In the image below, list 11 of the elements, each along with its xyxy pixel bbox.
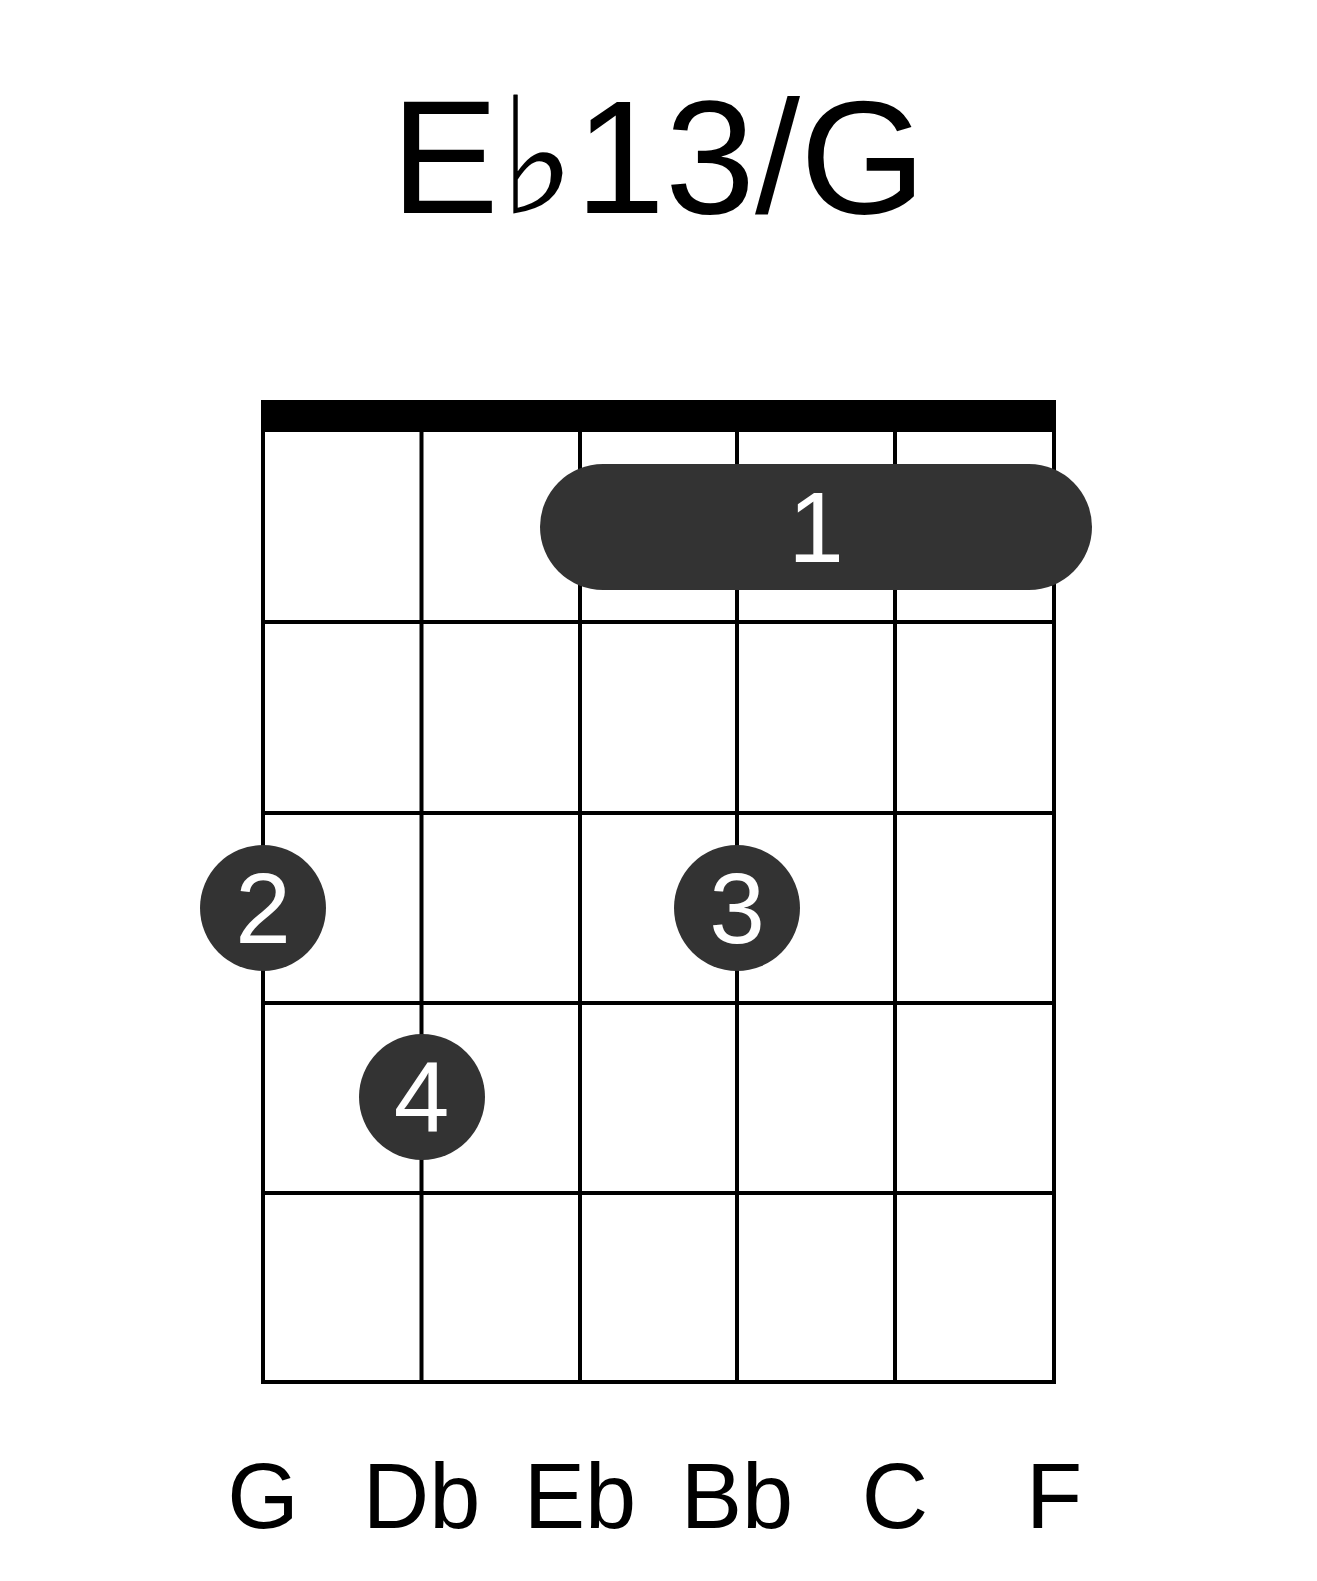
chord-title: E♭13/G (390, 76, 927, 238)
string-note-label: G (227, 1450, 299, 1542)
finger-number: 4 (393, 1047, 450, 1147)
finger-number: 2 (235, 858, 291, 958)
finger-number: 3 (709, 858, 765, 958)
string-note-label: C (861, 1450, 929, 1542)
string-note-label: Bb (680, 1450, 794, 1542)
string-note-label: Eb (523, 1450, 637, 1542)
string-note-label: F (1025, 1450, 1083, 1542)
string-note-label: Db (362, 1450, 481, 1542)
finger-number: 1 (788, 477, 844, 577)
